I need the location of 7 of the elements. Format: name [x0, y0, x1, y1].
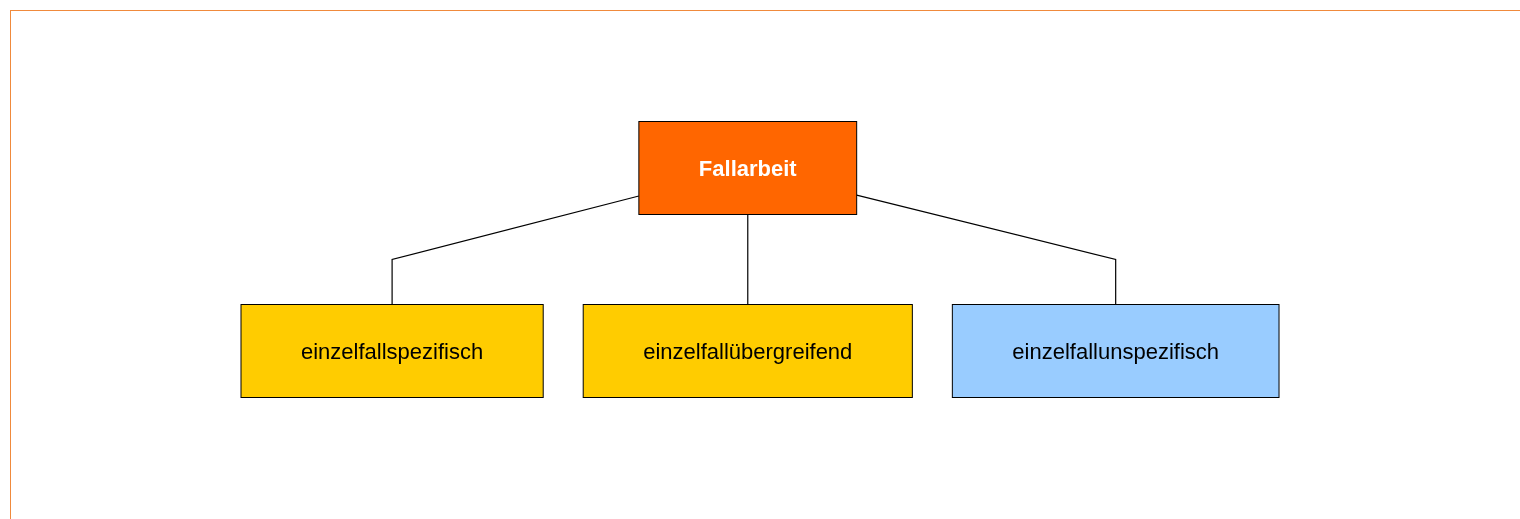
connector [391, 195, 640, 306]
node-box: Fallarbeit [638, 121, 858, 215]
node-box: einzelfallspezifisch [240, 304, 544, 398]
node-box: einzelfallübergreifend [582, 304, 913, 398]
node-box: einzelfallunspezifisch [951, 304, 1280, 398]
connector [856, 194, 1117, 306]
connector [747, 213, 749, 306]
